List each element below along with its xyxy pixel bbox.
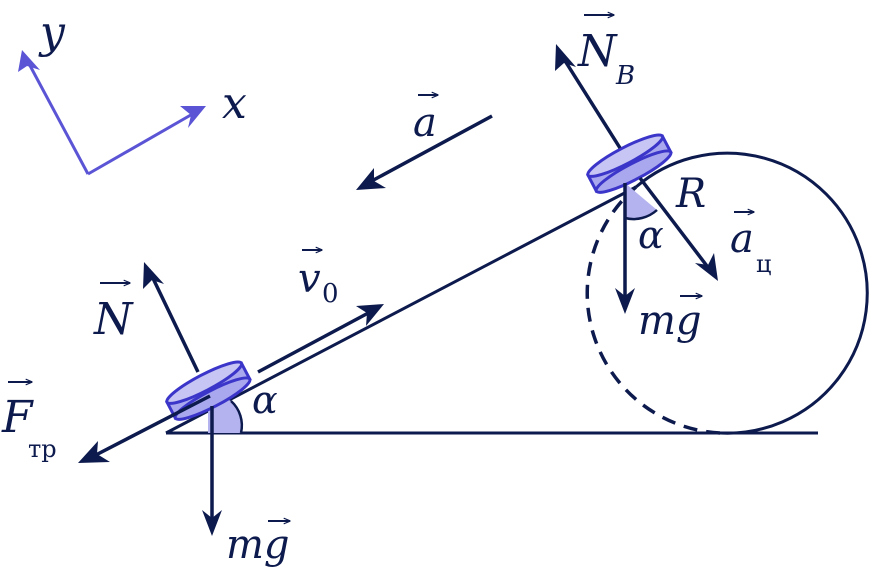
gravity-bottom-arrowhead [202,510,222,536]
x-axis-label: x [222,78,247,129]
loop-dashed-arc [585,185,721,435]
normal-b-label: N [577,26,618,77]
gravity-bottom-label: mg [226,522,290,568]
normal-b-subscript: B [615,61,635,91]
velocity-subscript: 0 [322,279,339,309]
normal-label: N [93,294,134,345]
incline-line [165,185,637,435]
velocity-label: v [298,256,321,302]
angle-wedge-top [625,183,657,220]
acceleration-arrowhead [356,168,386,190]
centripetal-subscript: ц [756,250,771,278]
gravity-top-arrowhead [615,288,635,314]
acceleration-arrow [367,114,493,185]
puck-top [585,133,673,194]
gravity-top-label: mg [638,298,702,344]
x-axis-line [87,110,197,176]
normal-b-arrow [560,55,622,149]
labels: a v 0 N F тр mg α N B R α a ц mg [1,15,771,568]
normal-force-arrow [147,268,200,373]
friction-force-arrowhead [78,441,110,463]
acceleration-label: a [413,100,437,146]
velocity-arrowhead [356,304,384,326]
normal-force-arrowhead [143,262,164,289]
normal-b-arrowhead [555,44,576,71]
friction-label: F [1,392,34,443]
angle-wedge-bottom [208,399,242,433]
centripetal-arrowhead [695,253,718,281]
angle-arc-bottom [230,400,244,434]
centripetal-arrow [638,176,712,272]
velocity-arrow [257,309,373,374]
x-axis-arrowhead [180,106,206,128]
angle-bottom-label: α [252,378,278,422]
y-axis-line [25,59,90,175]
angle-top-label: α [638,213,664,257]
friction-force-arrow [89,394,211,460]
friction-subscript: тр [28,435,57,463]
radius-label: R [675,171,706,217]
angle-arc-top [624,209,658,221]
centripetal-label: a [730,216,754,262]
y-axis-label: y [38,7,66,58]
coordinate-axes: y x [18,7,247,176]
y-axis-arrowhead [18,50,40,72]
loop-solid-arc [635,151,869,435]
puck-bottom [164,360,252,421]
